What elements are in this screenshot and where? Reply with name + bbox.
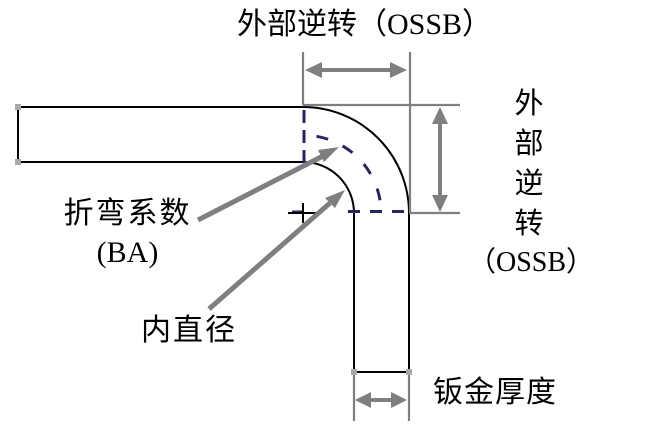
corner-handle-dots [15, 104, 412, 375]
bend-allowance-label: 折弯系数 (BA) [45, 197, 210, 269]
bend-allowance-abbr: (BA) [96, 236, 159, 269]
inner-diameter-label: 内直径 [141, 314, 237, 347]
ossb-width-double-arrow-icon [305, 62, 407, 78]
ossb-height-double-arrow-icon [432, 107, 448, 212]
ossb-right-char-3: 逆 [514, 168, 544, 200]
outer-surface-path [18, 106, 410, 372]
bend-allowance-text: 折弯系数 [63, 197, 192, 230]
ossb-top-label: 外部逆转（OSSB） [237, 8, 493, 41]
thickness-double-arrow-icon [355, 392, 407, 408]
ossb-right-suffix: （OSSB） [468, 247, 595, 278]
neutral-axis-dashed-arc [316, 134, 383, 208]
inner-diameter-leader-arrow-icon [207, 190, 345, 311]
ossb-right-char-2: 部 [514, 128, 544, 160]
ossb-right-char-1: 外 [514, 88, 544, 120]
sheet-thickness-label: 钣金厚度 [433, 376, 557, 409]
ossb-right-char-4: 转 [514, 208, 544, 240]
ossb-right-label: 外 部 逆 转 （OSSB） [468, 84, 595, 278]
extension-lines [301, 52, 460, 421]
bend-allowance-leader-arrow-icon [196, 147, 339, 223]
bend-center-cross-icon [288, 203, 318, 223]
